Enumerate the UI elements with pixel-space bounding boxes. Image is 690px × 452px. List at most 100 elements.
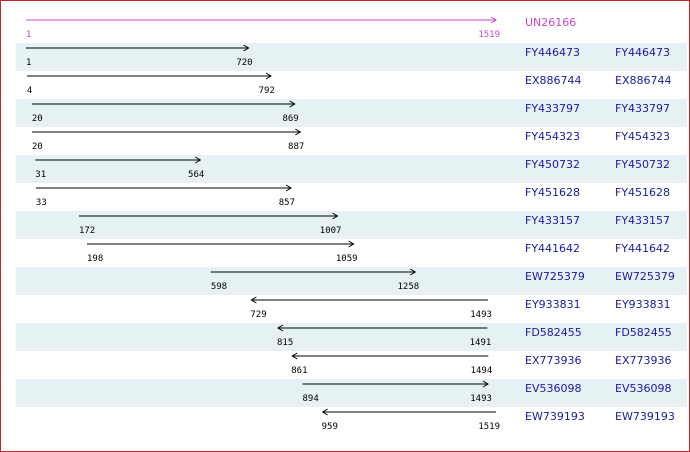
alignment-start-label: 33 xyxy=(35,198,47,208)
alignment-accession-link[interactable]: FY451628 xyxy=(525,186,581,199)
alignment-accession-link[interactable]: FY433797 xyxy=(525,102,581,115)
alignment-external-link[interactable]: EW739193 xyxy=(615,410,675,423)
alignment-arrowhead xyxy=(482,380,489,388)
alignment-track xyxy=(277,324,488,332)
alignment-accession-link[interactable]: EX886744 xyxy=(525,74,582,87)
alignment-end-label: 1007 xyxy=(319,226,342,236)
alignment-row: 729 1493 EY933831 EY933831 xyxy=(16,295,687,323)
alignment-start-label: 861 xyxy=(291,366,308,376)
alignment-accession-link[interactable]: EY933831 xyxy=(525,298,581,311)
alignment-track xyxy=(35,156,202,164)
alignment-end-label: 720 xyxy=(236,58,253,68)
alignment-accession-link[interactable]: FY441642 xyxy=(525,242,581,255)
alignment-start-label: 1 xyxy=(26,58,32,68)
alignment-external-link[interactable]: FD582455 xyxy=(615,326,672,339)
alignment-end-label: 869 xyxy=(282,114,299,124)
reference-accession: UN26166 xyxy=(525,16,577,29)
alignment-arrowhead xyxy=(295,128,302,136)
alignment-arrowhead xyxy=(243,44,250,52)
alignment-arrowhead xyxy=(409,268,417,276)
alignment-external-link[interactable]: FY433157 xyxy=(615,214,671,227)
alignment-external-link[interactable]: EX886744 xyxy=(615,74,672,87)
alignment-arrowhead xyxy=(277,324,284,332)
alignment-accession-link[interactable]: FY454323 xyxy=(525,130,581,143)
alignment-arrowhead xyxy=(332,212,339,220)
reference-arrowhead xyxy=(490,16,497,24)
alignment-accession-link[interactable]: EW739193 xyxy=(525,410,585,423)
alignment-external-link[interactable]: FY451628 xyxy=(615,186,671,199)
alignment-row: 31 564 FY450732 FY450732 xyxy=(16,155,687,183)
alignment-end-label: 1493 xyxy=(470,394,492,404)
alignment-track xyxy=(26,44,250,52)
alignment-external-link[interactable]: EX773936 xyxy=(615,354,672,367)
alignment-end-label: 857 xyxy=(278,198,296,208)
alignment-track xyxy=(86,240,355,248)
alignment-external-link[interactable]: FY433797 xyxy=(615,102,671,115)
alignment-accession-link[interactable]: FY433157 xyxy=(525,214,581,227)
alignment-end-label: 792 xyxy=(258,86,275,96)
reference-end-label: 1519 xyxy=(478,30,500,40)
alignment-end-label: 1491 xyxy=(469,338,492,348)
alignment-start-label: 729 xyxy=(250,310,267,320)
alignment-row: 959 1519 EW739193 EW739193 xyxy=(16,407,687,435)
alignment-row: 815 1491 FD582455 FD582455 xyxy=(16,323,687,351)
alignment-track xyxy=(250,296,488,304)
alignment-external-link[interactable]: FY441642 xyxy=(615,242,671,255)
alignment-arrowhead xyxy=(195,156,202,164)
reference-track xyxy=(26,16,497,24)
alignment-start-label: 198 xyxy=(86,254,104,264)
alignment-end-label: 1494 xyxy=(470,366,493,376)
alignment-track xyxy=(31,128,302,136)
alignment-arrowhead xyxy=(321,408,328,416)
alignment-track xyxy=(78,212,339,220)
alignment-track xyxy=(291,352,489,360)
alignment-start-label: 959 xyxy=(321,422,338,432)
alignment-track xyxy=(210,268,417,276)
alignment-start-label: 20 xyxy=(31,114,43,124)
alignment-external-link[interactable]: EW725379 xyxy=(615,270,675,283)
alignment-external-link[interactable]: EV536098 xyxy=(615,382,672,395)
alignment-arrowhead xyxy=(289,100,296,108)
alignment-end-label: 1258 xyxy=(397,282,420,292)
alignment-external-link[interactable]: FY454323 xyxy=(615,130,671,143)
alignment-track xyxy=(26,72,272,80)
alignment-accession-link[interactable]: EV536098 xyxy=(525,382,582,395)
alignment-row: 172 1007 FY433157 FY433157 xyxy=(16,211,687,239)
reference-start-label: 1 xyxy=(26,30,32,40)
alignment-end-label: 1519 xyxy=(478,422,500,432)
alignment-end-label: 1059 xyxy=(335,254,358,264)
alignment-arrowhead xyxy=(291,352,298,360)
alignment-arrowhead xyxy=(285,184,293,192)
alignment-row: 4 792 EX886744 EX886744 xyxy=(16,71,687,99)
alignment-row: 33 857 FY451628 FY451628 xyxy=(16,183,687,211)
alignment-track xyxy=(302,380,489,388)
alignment-row: 1 720 FY446473 FY446473 xyxy=(16,43,687,71)
alignment-accession-link[interactable]: FY450732 xyxy=(525,158,581,171)
alignment-arrowhead xyxy=(348,240,355,248)
alignment-start-label: 815 xyxy=(277,338,294,348)
alignment-track xyxy=(321,408,496,416)
alignment-accession-link[interactable]: EW725379 xyxy=(525,270,585,283)
reference-row: 1 1519 UN26166 xyxy=(16,15,687,43)
alignment-start-label: 31 xyxy=(35,170,47,180)
alignment-end-label: 564 xyxy=(188,170,205,180)
alignment-external-link[interactable]: FY446473 xyxy=(615,46,671,59)
alignment-external-link[interactable]: EY933831 xyxy=(615,298,671,311)
alignment-accession-link[interactable]: FY446473 xyxy=(525,46,581,59)
alignment-arrowhead xyxy=(250,296,257,304)
alignment-track xyxy=(35,184,293,192)
alignment-row: 20 869 FY433797 FY433797 xyxy=(16,99,687,127)
alignment-start-label: 172 xyxy=(78,226,96,236)
alignment-external-link[interactable]: FY450732 xyxy=(615,158,671,171)
alignment-accession-link[interactable]: FD582455 xyxy=(525,326,582,339)
alignment-row: 198 1059 FY441642 FY441642 xyxy=(16,239,687,267)
alignment-start-label: 4 xyxy=(26,86,33,96)
alignment-start-label: 20 xyxy=(31,142,43,152)
alignment-track xyxy=(31,100,296,108)
alignment-arrowhead xyxy=(265,72,272,80)
alignment-accession-link[interactable]: EX773936 xyxy=(525,354,582,367)
alignment-end-label: 1493 xyxy=(470,310,492,320)
